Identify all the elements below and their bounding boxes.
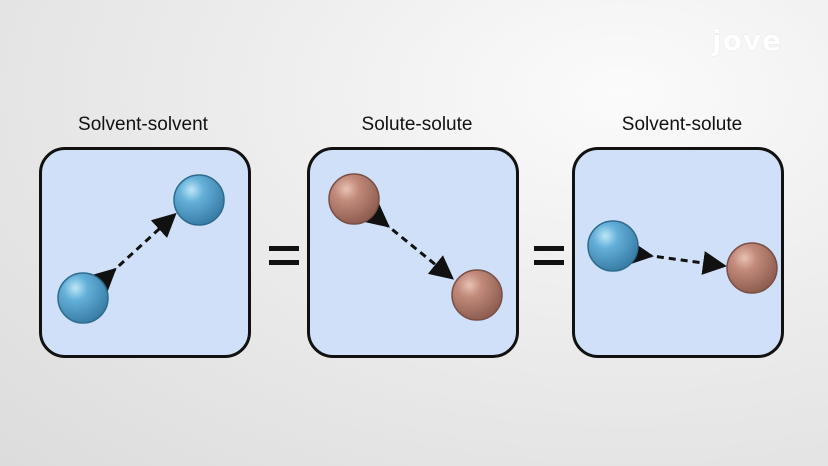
interaction-arrow-1 — [90, 212, 177, 293]
equals-sign-2 — [534, 246, 564, 268]
panel-label-solvent-solute: Solvent-solute — [621, 114, 743, 135]
solvent-molecule — [587, 220, 639, 272]
solute-molecule — [726, 242, 778, 294]
panel-label-solvent-solvent: Solvent-solvent — [78, 114, 208, 135]
solvent-molecule — [173, 174, 225, 226]
interaction-arrow-2 — [363, 203, 454, 280]
solvent-molecule — [57, 272, 109, 324]
solute-molecule — [451, 269, 503, 321]
panel-label-solute-solute: Solute-solute — [361, 114, 473, 135]
equals-sign-1 — [269, 246, 299, 268]
solute-molecule — [328, 173, 380, 225]
jove-logo: jove — [712, 24, 783, 57]
interaction-arrow-3 — [628, 241, 727, 275]
